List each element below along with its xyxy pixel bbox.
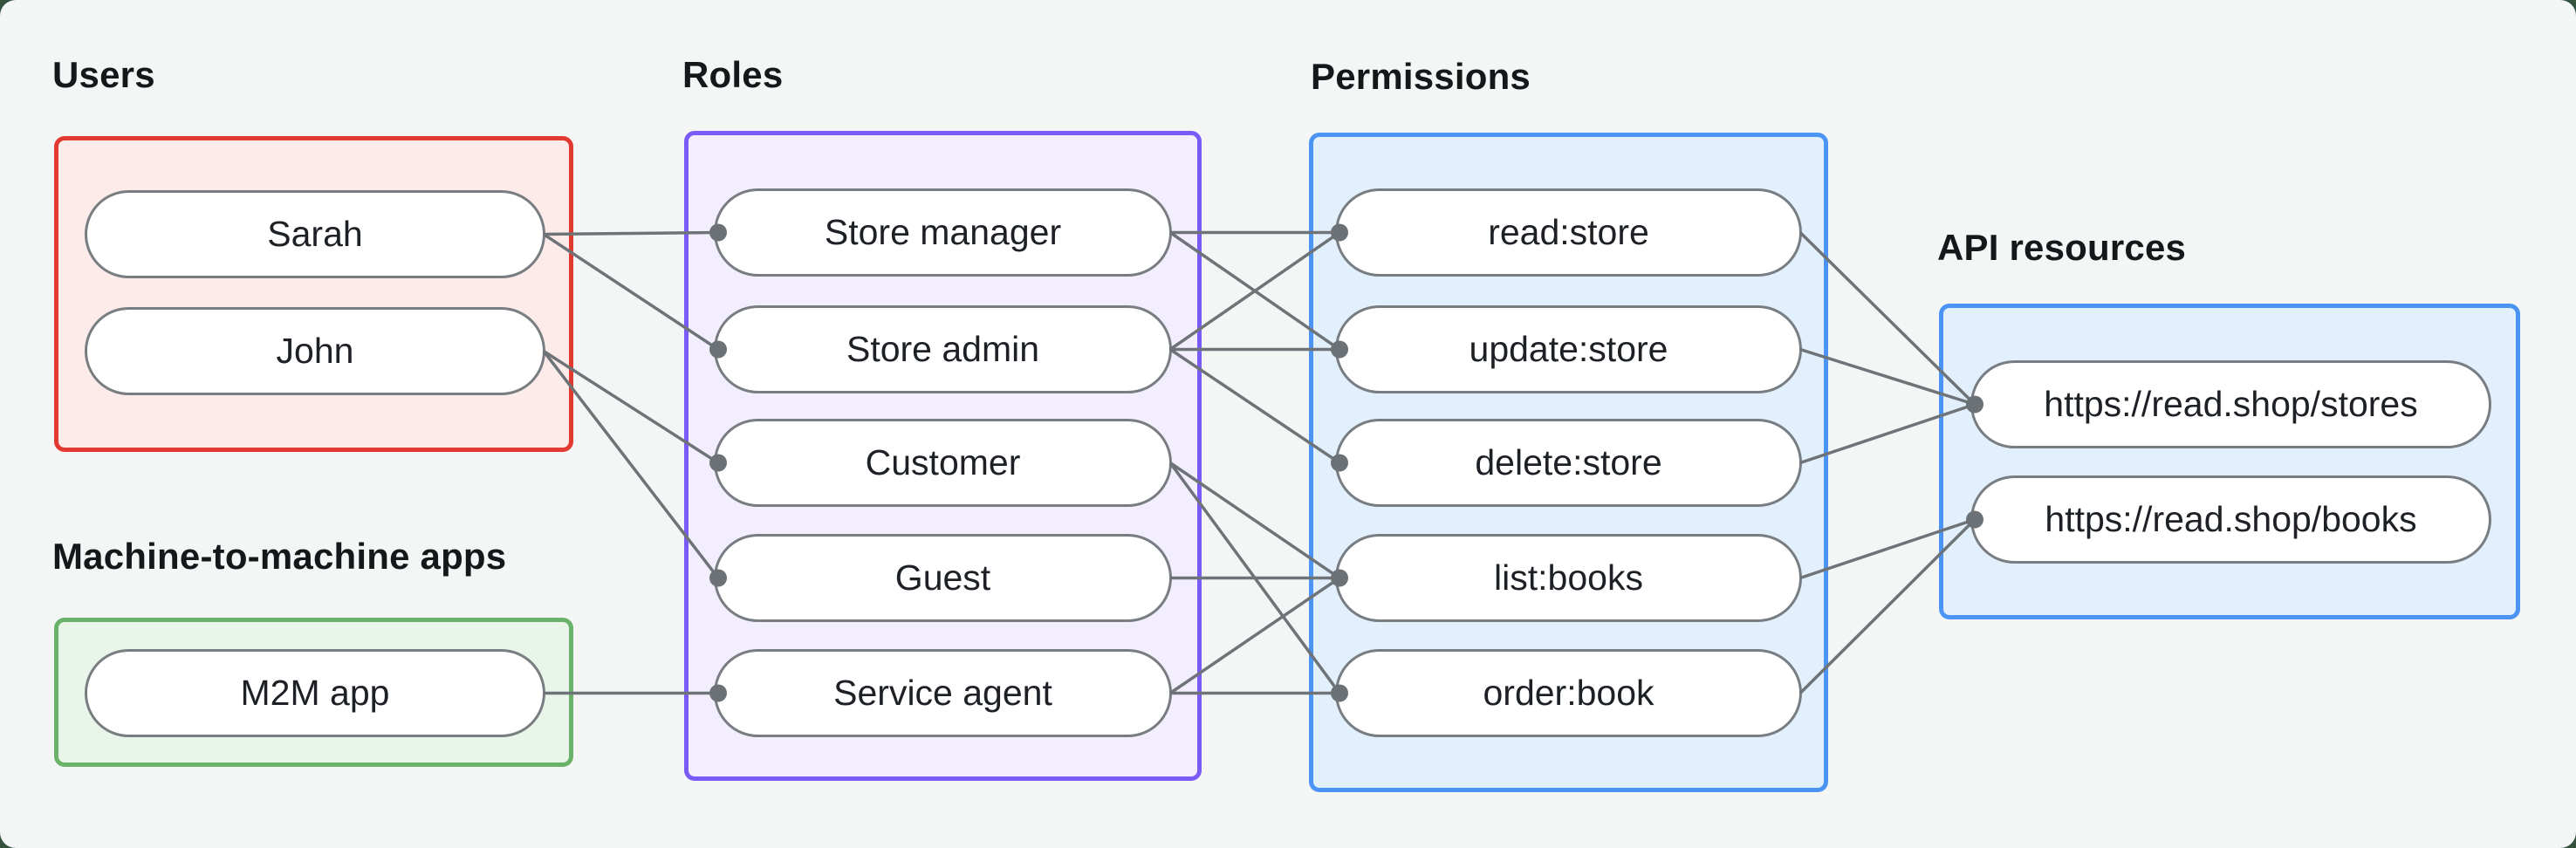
role-node-customer: Customer bbox=[714, 419, 1172, 507]
users-group-title: Users bbox=[52, 54, 155, 95]
roles-group-title: Roles bbox=[682, 54, 784, 95]
api-resource-node-stores: https://read.shop/stores bbox=[1970, 360, 2491, 448]
permission-node-read-store: read:store bbox=[1335, 188, 1802, 277]
role-node-store-manager: Store manager bbox=[714, 188, 1172, 277]
role-node-service-agent: Service agent bbox=[714, 649, 1172, 737]
api-resource-node-books: https://read.shop/books bbox=[1970, 475, 2491, 564]
permissions-group-title: Permissions bbox=[1311, 56, 1531, 97]
permission-node-update-store: update:store bbox=[1335, 305, 1802, 393]
users-group-box bbox=[54, 136, 573, 452]
api-resources-group-title: API resources bbox=[1937, 227, 2187, 268]
m2m-apps-group-title: Machine-to-machine apps bbox=[52, 536, 507, 577]
m2m-app-node: M2M app bbox=[85, 649, 545, 737]
permission-node-order-book: order:book bbox=[1335, 649, 1802, 737]
role-node-store-admin: Store admin bbox=[714, 305, 1172, 393]
api-resources-group-box bbox=[1939, 304, 2520, 619]
user-node-john: John bbox=[85, 307, 545, 395]
permission-node-delete-store: delete:store bbox=[1335, 419, 1802, 507]
user-node-sarah: Sarah bbox=[85, 190, 545, 278]
role-node-guest: Guest bbox=[714, 534, 1172, 622]
permission-node-list-books: list:books bbox=[1335, 534, 1802, 622]
